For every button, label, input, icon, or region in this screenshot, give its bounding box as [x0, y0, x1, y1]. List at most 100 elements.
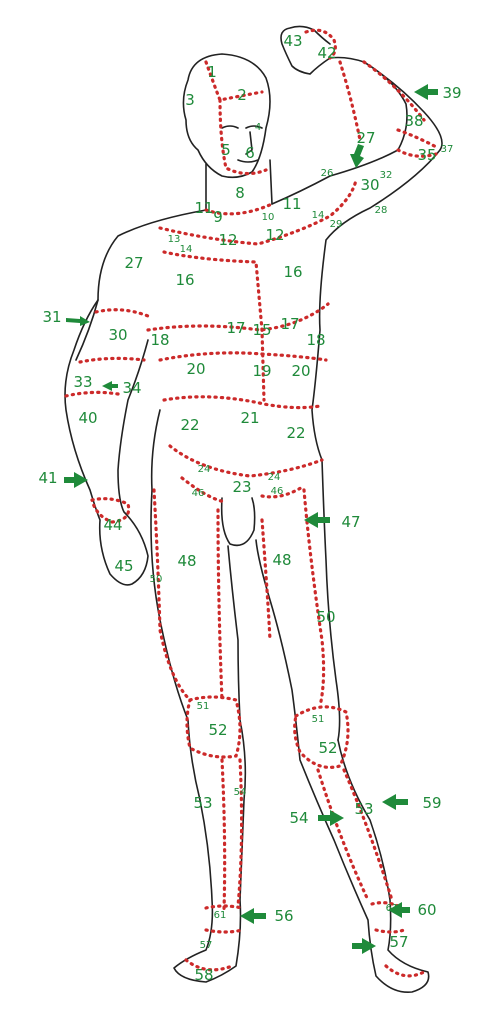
raised-arm-outline [280, 25, 443, 151]
region-label: 60 [417, 901, 436, 919]
region-label: 1 [207, 63, 217, 81]
region-label: 39 [442, 84, 461, 102]
region-label: 24 [198, 464, 211, 475]
region-label: 16 [283, 263, 302, 281]
region-label: 48 [177, 552, 196, 570]
hip-outline [150, 409, 341, 741]
region-label: 52 [318, 739, 337, 757]
region-label: 9 [213, 208, 223, 226]
arrow-31 [66, 316, 90, 326]
region-label: 30 [108, 326, 127, 344]
region-label: 17 [226, 319, 245, 337]
region-label: 54 [289, 809, 308, 827]
region-label: 44 [103, 516, 122, 534]
region-label: 27 [356, 129, 375, 147]
arrow-39 [414, 84, 438, 100]
region-label: 18 [150, 331, 169, 349]
region-border [316, 768, 394, 902]
region-label: 28 [375, 205, 388, 216]
region-label: 21 [240, 409, 259, 427]
region-label: 26 [321, 168, 334, 179]
region-border [396, 128, 440, 158]
region-label: 38 [404, 112, 423, 130]
region-label: 11 [194, 199, 213, 217]
arrow-41 [64, 472, 88, 488]
region-border [220, 758, 244, 912]
region-borders [64, 28, 440, 978]
region-label: 61 [214, 910, 227, 921]
region-label: 51 [197, 701, 210, 712]
arrow-47 [304, 512, 330, 528]
region-label: 12 [218, 231, 237, 249]
arrow-56 [240, 908, 266, 924]
region-label: 50 [316, 608, 335, 626]
region-label: 3 [185, 91, 195, 109]
region-label: 51 [312, 714, 325, 725]
arrow-34 [102, 381, 118, 391]
region-label: 20 [186, 360, 205, 378]
region-label: 11 [282, 195, 301, 213]
region-border [184, 958, 426, 978]
region-label: 24 [268, 472, 281, 483]
region-label: 56 [274, 907, 293, 925]
region-border [162, 395, 322, 410]
region-label: 14 [312, 210, 325, 221]
pointer-arrows [64, 84, 438, 954]
region-label: 18 [306, 331, 325, 349]
region-label: 14 [180, 244, 193, 255]
region-border [304, 28, 337, 60]
region-border [260, 518, 272, 642]
arrow-61 [388, 902, 410, 918]
region-label: 61 [386, 903, 399, 914]
region-label: 46 [271, 486, 284, 497]
region-border [293, 705, 350, 769]
region-border [180, 476, 306, 504]
arrow-54 [318, 810, 344, 826]
region-label: 53 [354, 800, 373, 818]
region-label: 31 [42, 308, 61, 326]
region-label: 17 [280, 315, 299, 333]
region-border [185, 695, 242, 759]
region-label: 20 [291, 362, 310, 380]
left-arm-outline [64, 299, 149, 586]
region-label: 32 [380, 170, 393, 181]
region-border [168, 444, 324, 478]
region-label: 12 [265, 226, 284, 244]
region-label: 30 [360, 176, 379, 194]
region-label: 10 [262, 212, 275, 223]
region-label: 59 [422, 794, 441, 812]
neck-outline [205, 159, 273, 211]
right-leg-outline [173, 545, 247, 983]
region-label: 43 [283, 32, 302, 50]
region-label: 34 [122, 379, 141, 397]
region-label: 57 [200, 940, 213, 951]
arrow-27 [350, 144, 364, 168]
region-border [78, 308, 150, 364]
region-label: 53 [193, 794, 212, 812]
region-label: 4 [255, 122, 261, 133]
region-label: 50 [150, 574, 163, 585]
region-border [204, 202, 274, 216]
region-border [162, 250, 266, 402]
region-label: 13 [168, 234, 181, 245]
region-label: 19 [252, 362, 271, 380]
region-border [152, 488, 192, 702]
region-label: 46 [192, 488, 205, 499]
region-label: 33 [73, 373, 92, 391]
region-border [218, 98, 268, 176]
region-label: 16 [175, 271, 194, 289]
region-border [64, 390, 131, 524]
region-label: 48 [272, 551, 291, 569]
region-label: 35 [417, 146, 436, 164]
region-border [146, 302, 330, 332]
region-border [338, 60, 426, 142]
groin-outline [220, 497, 256, 547]
region-label: 45 [114, 557, 133, 575]
region-label: 52 [208, 721, 227, 739]
region-label: 5 [221, 141, 231, 159]
region-border [216, 508, 224, 702]
arrow-60 [382, 794, 408, 810]
region-border [158, 178, 358, 246]
